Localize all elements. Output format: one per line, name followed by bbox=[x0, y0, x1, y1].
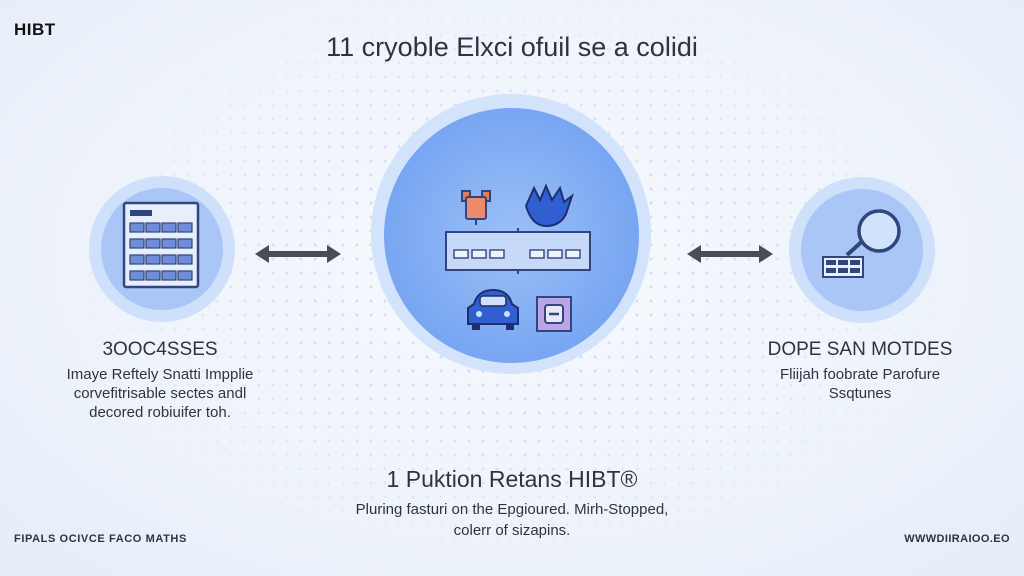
right-panel-description: Fliijah foobrate Parofure Ssqtunes bbox=[779, 366, 941, 402]
car-icon bbox=[467, 288, 519, 330]
center-panel-title: 1 Puktion Retans HIBT® bbox=[386, 466, 638, 492]
lamp-icon bbox=[461, 190, 491, 225]
magnifier-grid-icon bbox=[822, 209, 901, 278]
left-double-arrow bbox=[255, 245, 341, 263]
left-panel-title: 3OOC4SSES bbox=[102, 339, 218, 360]
brand-logo: HIBT bbox=[14, 20, 56, 39]
footer-tagline: FIPALS OCIVCE FACO MATHS bbox=[14, 533, 187, 545]
footer-website[interactable]: WWWDIIRAIOO.EO bbox=[904, 533, 1010, 545]
right-feature-circle bbox=[789, 177, 935, 323]
center-panel-description: Pluring fasturi on the Epgioured. Mirh-S… bbox=[355, 501, 669, 539]
page-headline: 11 cryoble Elxci ofuil se a colidi bbox=[326, 32, 698, 62]
left-feature-circle bbox=[89, 176, 235, 322]
lock-box-icon bbox=[536, 296, 572, 332]
left-panel-description: Imaye Reftely Snatti Impplie corvefitris… bbox=[66, 366, 254, 421]
hand-icon bbox=[524, 184, 574, 228]
right-panel-title: DOPE SAN MOTDES bbox=[767, 339, 953, 360]
right-double-arrow bbox=[687, 245, 773, 263]
ledger-table-icon bbox=[122, 201, 200, 289]
blockchain-icon bbox=[445, 228, 591, 274]
